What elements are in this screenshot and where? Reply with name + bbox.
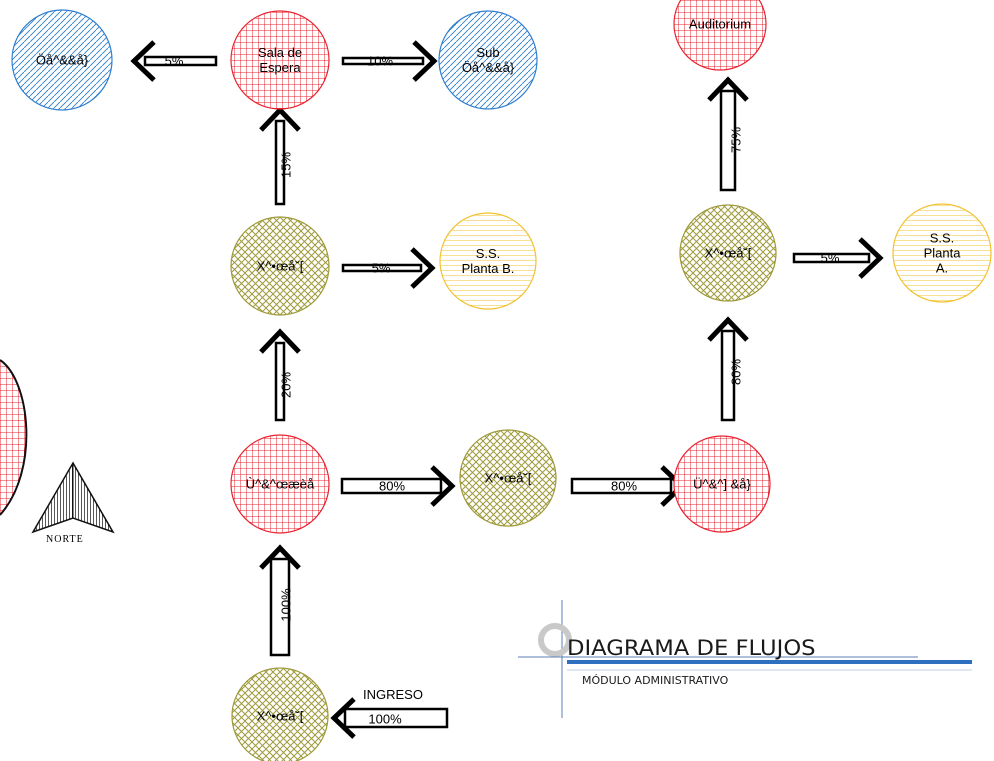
north-arrow-icon bbox=[31, 461, 115, 534]
node-recepcion bbox=[230, 434, 330, 534]
node-pasillo-1 bbox=[230, 216, 330, 316]
node-ss-planta-a bbox=[892, 203, 992, 303]
arrow-sala-oficina bbox=[130, 40, 218, 82]
arrow-recepcion-2-pasillo-3 bbox=[707, 316, 749, 422]
arrow-pasillo-3-ss-a bbox=[792, 237, 884, 279]
ingreso-label: INGRESO bbox=[363, 687, 423, 702]
diagram-subtitle: MÓDULO ADMINISTRATIVO bbox=[582, 674, 729, 687]
node-ss-planta-b bbox=[439, 212, 537, 310]
arrow-pasillo-1-ss-b bbox=[341, 247, 436, 289]
node-sub-oficina bbox=[438, 10, 538, 110]
title-decoration bbox=[518, 600, 972, 718]
node-recepcion-2 bbox=[673, 435, 771, 533]
node-sala-espera bbox=[230, 10, 330, 110]
diagram-title: DIAGRAMA DE FLUJOS bbox=[567, 636, 816, 660]
arrow-pasillo-3-auditorium bbox=[707, 76, 749, 192]
node-oficina-1 bbox=[11, 9, 113, 111]
node-auditorium bbox=[673, 0, 767, 71]
arrow-entrada-recepcion bbox=[259, 544, 301, 657]
node-entrada bbox=[231, 667, 329, 761]
arrow-ingreso bbox=[330, 697, 449, 739]
node-pasillo-3 bbox=[679, 204, 777, 302]
compass-label: NORTE bbox=[46, 534, 84, 545]
arrow-recepcion-pasillo-2 bbox=[340, 465, 456, 507]
node-pasillo-2 bbox=[459, 429, 557, 527]
arrow-recepcion-pasillo-1 bbox=[259, 328, 301, 422]
arrow-pasillo-1-sala bbox=[259, 106, 301, 206]
arrow-pasillo-2-recepcion-2 bbox=[570, 465, 686, 507]
arrow-sala-sub-oficina bbox=[341, 40, 438, 82]
partial-node-left bbox=[0, 359, 28, 516]
